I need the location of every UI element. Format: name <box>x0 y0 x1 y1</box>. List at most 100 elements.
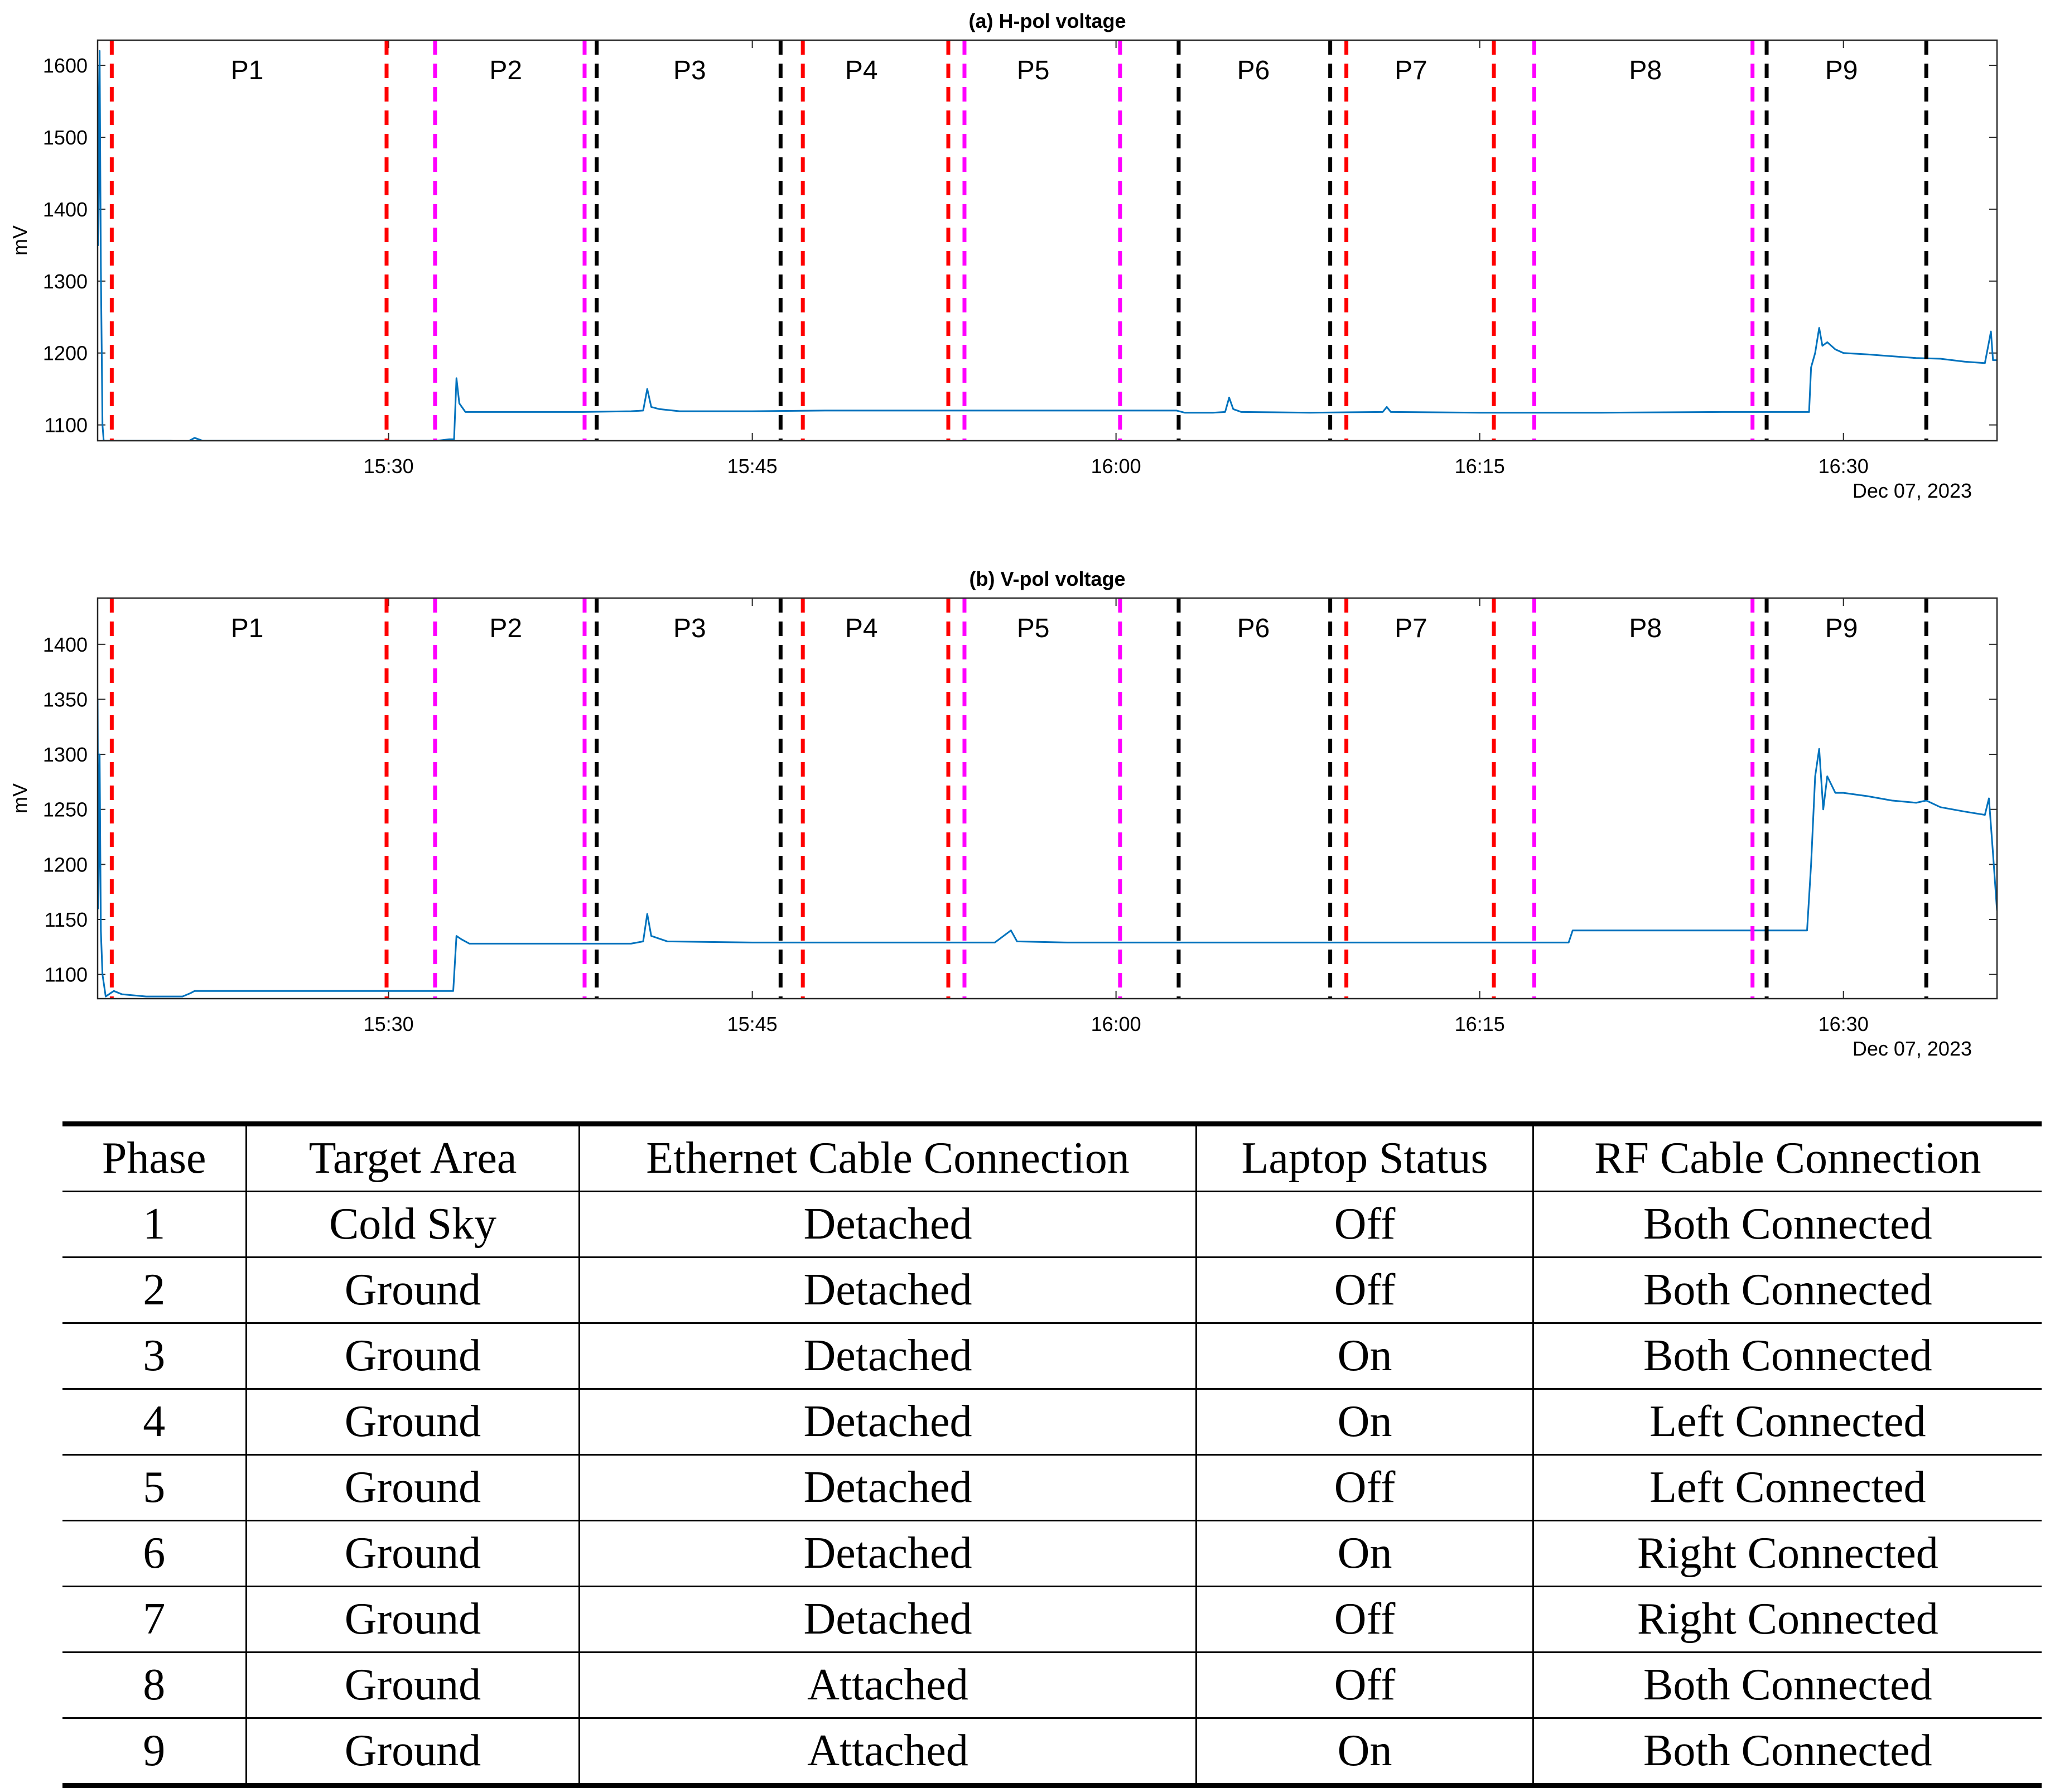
cell-phase: 3 <box>62 1323 248 1390</box>
phase-label: P4 <box>845 614 878 643</box>
phase-label: P3 <box>673 614 706 643</box>
phase-label: P1 <box>231 56 264 85</box>
cell-ethernet: Detached <box>578 1454 1198 1521</box>
y-tick-label: 1200 <box>43 342 88 365</box>
header-target-area: Target Area <box>245 1124 580 1192</box>
cell-rf: Both Connected <box>1532 1191 2042 1258</box>
y-tick-label: 1250 <box>43 798 88 821</box>
cell-rf: Both Connected <box>1532 1257 2042 1324</box>
cell-laptop: Off <box>1195 1191 1534 1258</box>
cell-laptop: On <box>1195 1323 1534 1390</box>
plot-frame <box>97 39 1998 442</box>
y-tick-label: 1100 <box>45 414 88 437</box>
x-tick-label: 15:30 <box>364 1013 414 1035</box>
cell-target-area: Ground <box>245 1718 580 1788</box>
cell-phase: 9 <box>62 1718 248 1788</box>
cell-laptop: Off <box>1195 1454 1534 1521</box>
phase-table-container: Phase Target Area Ethernet Cable Connect… <box>62 1121 2042 1788</box>
cell-ethernet: Detached <box>578 1191 1198 1258</box>
cell-phase: 6 <box>62 1520 248 1587</box>
phase-label: P7 <box>1395 56 1427 85</box>
table-row: 1 Cold Sky Detached Off Both Connected <box>62 1191 2042 1258</box>
cell-ethernet: Attached <box>578 1718 1198 1788</box>
phase-label: P9 <box>1825 614 1858 643</box>
table-row: 8 Ground Attached Off Both Connected <box>62 1652 2042 1719</box>
header-phase: Phase <box>62 1124 248 1192</box>
cell-ethernet: Detached <box>578 1257 1198 1324</box>
table-row: 7 Ground Detached Off Right Connected <box>62 1586 2042 1653</box>
cell-laptop: On <box>1195 1718 1534 1788</box>
phase-label: P3 <box>673 56 706 85</box>
phase-label: P8 <box>1629 56 1662 85</box>
cell-target-area: Ground <box>245 1586 580 1653</box>
cell-rf: Left Connected <box>1532 1454 2042 1521</box>
cell-target-area: Ground <box>245 1389 580 1456</box>
cell-rf: Both Connected <box>1532 1323 2042 1390</box>
cell-phase: 4 <box>62 1389 248 1456</box>
y-tick-label: 1350 <box>43 688 88 711</box>
y-tick-label: 1100 <box>45 964 88 986</box>
x-tick-label: 15:30 <box>364 455 414 478</box>
phase-table: Phase Target Area Ethernet Cable Connect… <box>62 1121 2042 1788</box>
table-header-row: Phase Target Area Ethernet Cable Connect… <box>62 1124 2042 1192</box>
cell-ethernet: Detached <box>578 1520 1198 1587</box>
table-row: 2 Ground Detached Off Both Connected <box>62 1257 2042 1324</box>
cell-rf: Right Connected <box>1532 1586 2042 1653</box>
y-tick-label: 1600 <box>43 54 88 77</box>
cell-ethernet: Detached <box>578 1323 1198 1390</box>
voltage-series-line <box>98 699 1997 998</box>
v-pol-voltage-chart: (b) V-pol voltage 1100 1150 1200 1250 1300 135… <box>8 567 1998 1060</box>
header-ethernet-cable-connection: Ethernet Cable Connection <box>578 1124 1198 1192</box>
cell-laptop: Off <box>1195 1586 1534 1653</box>
y-tick-label: 1400 <box>43 633 88 656</box>
plot-frame <box>97 597 1998 1000</box>
cell-target-area: Ground <box>245 1257 580 1324</box>
x-tick-label: 16:15 <box>1455 455 1505 478</box>
cell-laptop: On <box>1195 1389 1534 1456</box>
phase-label: P8 <box>1629 614 1662 643</box>
cell-target-area: Cold Sky <box>245 1191 580 1258</box>
x-tick-label: 16:30 <box>1819 1013 1869 1035</box>
phase-label: P6 <box>1237 614 1270 643</box>
phase-label: P9 <box>1825 56 1858 85</box>
phase-label: P7 <box>1395 614 1427 643</box>
cell-rf: Right Connected <box>1532 1520 2042 1587</box>
date-label: Dec 07, 2023 <box>1853 479 1972 502</box>
table-row: 4 Ground Detached On Left Connected <box>62 1389 2042 1456</box>
phase-label: P4 <box>845 56 878 85</box>
y-tick-label: 1500 <box>43 126 88 149</box>
x-tick-label: 15:45 <box>727 1013 778 1035</box>
cell-rf: Both Connected <box>1532 1718 2042 1788</box>
table-row: 5 Ground Detached Off Left Connected <box>62 1454 2042 1521</box>
y-tick-label: 1400 <box>43 198 88 221</box>
chart-title: (a) H-pol voltage <box>968 9 1126 32</box>
cell-phase: 8 <box>62 1652 248 1719</box>
cell-target-area: Ground <box>245 1323 580 1390</box>
cell-laptop: Off <box>1195 1257 1534 1324</box>
cell-ethernet: Detached <box>578 1586 1198 1653</box>
cell-phase: 2 <box>62 1257 248 1324</box>
cell-laptop: Off <box>1195 1652 1534 1719</box>
voltage-series-line <box>98 50 1997 441</box>
phase-label: P5 <box>1017 614 1050 643</box>
h-pol-voltage-chart: (a) H-pol voltage 1100 1200 1300 1400 1500 160… <box>8 9 1998 502</box>
y-axis-label: mV <box>8 225 31 256</box>
y-tick-label: 1300 <box>43 743 88 766</box>
x-tick-label: 16:30 <box>1819 455 1869 478</box>
cell-ethernet: Detached <box>578 1389 1198 1456</box>
y-tick-label: 1200 <box>43 853 88 876</box>
cell-laptop: On <box>1195 1520 1534 1587</box>
y-tick-label: 1300 <box>43 270 88 293</box>
y-tick-label: 1150 <box>45 908 88 931</box>
x-tick-label: 16:00 <box>1091 1013 1141 1035</box>
header-rf-cable-connection: RF Cable Connection <box>1532 1124 2042 1192</box>
x-tick-label: 16:15 <box>1455 1013 1505 1035</box>
chart-title: (b) V-pol voltage <box>969 567 1125 590</box>
phase-label: P2 <box>489 56 522 85</box>
phase-label: P5 <box>1017 56 1050 85</box>
cell-phase: 1 <box>62 1191 248 1258</box>
date-label: Dec 07, 2023 <box>1853 1037 1972 1060</box>
header-laptop-status: Laptop Status <box>1195 1124 1534 1192</box>
cell-rf: Both Connected <box>1532 1652 2042 1719</box>
phase-label: P2 <box>489 614 522 643</box>
